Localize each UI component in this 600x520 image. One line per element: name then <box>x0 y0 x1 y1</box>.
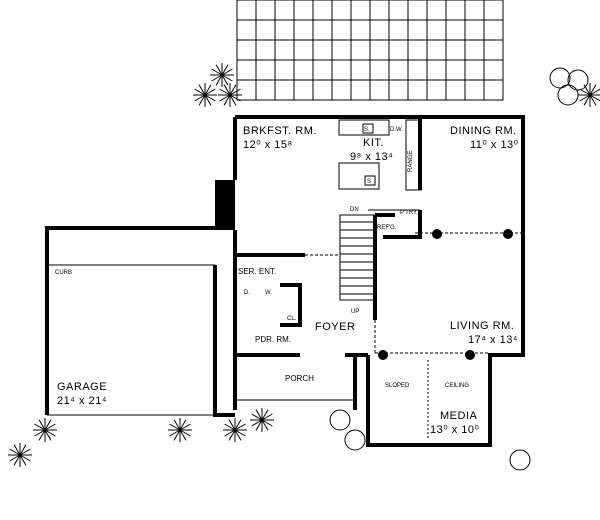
range-label: RANGE <box>408 151 414 172</box>
ceiling-label: CEILING <box>445 383 469 389</box>
brkfst-rm-dims: 12⁰ x 15⁸ <box>243 139 293 151</box>
media-label: MEDIA <box>440 410 478 422</box>
sink2-label: S <box>367 179 371 185</box>
kit-label: KIT. <box>363 137 384 149</box>
garage <box>45 226 235 417</box>
dn-label: DN <box>350 207 359 213</box>
refg-label: REF'G. <box>377 225 397 231</box>
pdr-rm-label: PDR. RM. <box>255 335 291 344</box>
landscaping <box>8 63 600 471</box>
dining-rm-dims: 11⁰ x 13⁰ <box>470 139 519 151</box>
sloped-label: SLOPED <box>385 383 410 389</box>
stairs <box>339 214 376 301</box>
dw-label: D.W. <box>390 127 403 133</box>
curb-label: CURB <box>55 270 72 276</box>
porch-label: PORCH <box>285 374 314 383</box>
fireplace <box>215 180 235 230</box>
dining-rm-label: DINING RM. <box>450 125 517 137</box>
up-label: UP <box>351 309 359 315</box>
brkfst-rm-label: BRKFST. RM. <box>243 125 317 137</box>
dryer-label: D. <box>244 290 250 296</box>
living-rm-dims: 17⁴ x 13⁴ <box>468 334 518 346</box>
kitchen-counters <box>338 119 422 191</box>
washer-label: W. <box>265 290 272 296</box>
kit-dims: 9⁸ x 13⁴ <box>350 151 393 163</box>
foyer-label: FOYER <box>315 321 355 333</box>
closet-label: CL. <box>287 316 297 322</box>
garage-dims: 21⁴ x 21⁴ <box>57 395 107 407</box>
ser-ent-label: SER. ENT. <box>238 267 276 276</box>
living-rm-label: LIVING RM. <box>450 320 514 332</box>
garage-label: GARAGE <box>57 381 107 393</box>
pantry-label: P'TRY. <box>400 210 418 216</box>
media-dims: 13⁰ x 10⁰ <box>430 424 479 436</box>
columns <box>378 229 513 360</box>
walls <box>215 115 525 447</box>
sink-label: S. <box>364 127 370 133</box>
patio-grid <box>236 0 504 101</box>
